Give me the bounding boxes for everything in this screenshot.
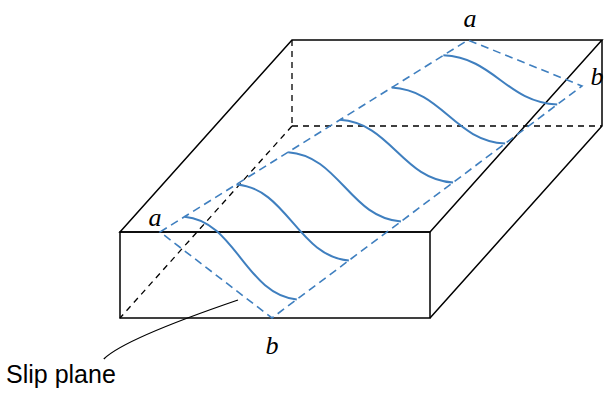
dislocation-line	[392, 88, 506, 144]
point-label: b	[266, 333, 279, 359]
point-label: b	[591, 64, 604, 90]
dislocation-line	[185, 217, 297, 300]
hidden-edges	[120, 40, 602, 318]
dislocation-lines	[185, 55, 558, 299]
slab-outline	[120, 40, 602, 318]
part-label: Slip plane	[6, 362, 116, 387]
dislocation-line	[443, 55, 557, 104]
slip-plane	[160, 40, 582, 318]
leader-line	[104, 300, 238, 359]
dislocation-line	[288, 152, 401, 221]
point-label: a	[464, 6, 477, 32]
dislocation-line	[340, 120, 453, 183]
point-label: a	[149, 205, 162, 231]
dislocation-line	[236, 184, 348, 260]
